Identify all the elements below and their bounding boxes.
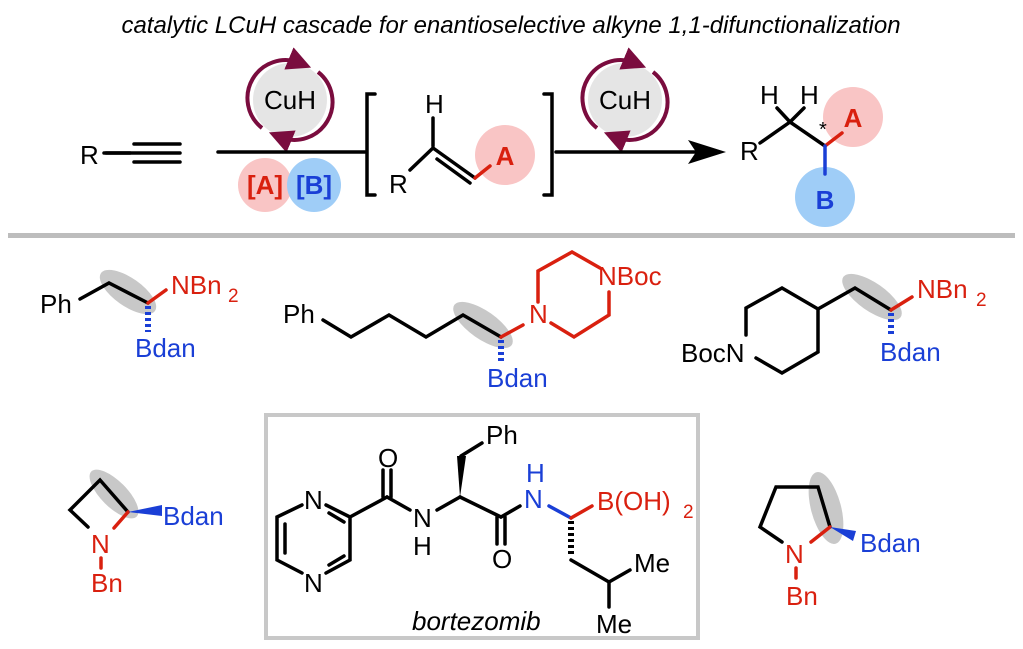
reagent-a-label: [A] [247, 170, 283, 200]
svg-text:N: N [304, 485, 323, 515]
svg-text:Bdan: Bdan [135, 333, 196, 363]
example-2: Ph N NBoc Bdan [283, 249, 662, 393]
svg-text:N: N [304, 568, 323, 598]
svg-text:NBn: NBn [917, 274, 968, 304]
svg-text:CuH: CuH [599, 85, 651, 115]
arrowhead-icon [688, 140, 726, 164]
right-bracket [542, 92, 554, 197]
svg-text:N: N [524, 484, 543, 514]
cycle-arrow-icon [268, 70, 335, 153]
product-structure: R H H * A B [740, 80, 883, 227]
svg-text:Ph: Ph [283, 299, 315, 329]
example-azetidine: N Bdan Bn [67, 469, 224, 598]
cycle-arrow-icon [603, 70, 670, 153]
reagent-b-label: [B] [296, 170, 332, 200]
section-divider [8, 233, 1015, 238]
svg-text:R: R [740, 136, 759, 166]
svg-text:*: * [819, 119, 827, 141]
svg-text:N: N [413, 503, 432, 533]
bortezomib-structure: N N O N H Ph O H N B(OH) 2 Me Me bortezo… [275, 420, 694, 639]
bortezomib-label: bortezomib [412, 606, 541, 636]
svg-text:A: A [844, 103, 863, 133]
svg-text:Bdan: Bdan [487, 363, 548, 393]
svg-text:BocN: BocN [681, 338, 745, 368]
svg-text:H: H [526, 458, 545, 488]
cycle-arrow-icon [245, 47, 312, 130]
svg-text:O: O [492, 544, 512, 574]
svg-text:2: 2 [976, 290, 987, 311]
svg-text:N: N [91, 529, 110, 559]
svg-text:2: 2 [683, 502, 694, 523]
alkenyl-intermediate: H R A [389, 89, 535, 199]
scheme-title: catalytic LCuH cascade for enantioselect… [121, 12, 900, 39]
svg-text:NBn: NBn [171, 270, 222, 300]
svg-text:Bdan: Bdan [860, 528, 921, 558]
cuh-catalyst-cycle-2: CuH [580, 47, 670, 153]
r-group-label: R [80, 140, 99, 170]
svg-text:N: N [529, 299, 548, 329]
svg-text:Ph: Ph [40, 289, 72, 319]
alkyne-substrate: R [80, 140, 182, 170]
svg-text:2: 2 [228, 286, 239, 307]
left-bracket [365, 92, 377, 197]
reagent-b-circle [287, 158, 341, 212]
svg-text:CuH: CuH [264, 85, 316, 115]
svg-text:N: N [785, 539, 804, 569]
svg-text:NBoc: NBoc [598, 261, 662, 291]
svg-text:H: H [413, 531, 432, 561]
svg-text:A: A [496, 141, 515, 171]
example-1: Ph NBn 2 Bdan [40, 269, 239, 363]
svg-text:Bdan: Bdan [880, 337, 941, 367]
bortezomib-box [264, 413, 700, 640]
svg-text:Bdan: Bdan [163, 501, 224, 531]
svg-text:B(OH): B(OH) [597, 486, 671, 516]
svg-text:Me: Me [634, 548, 670, 578]
reagent-a-circle [238, 158, 292, 212]
svg-text:Bn: Bn [91, 568, 123, 598]
svg-text:Me: Me [596, 609, 632, 639]
svg-text:H: H [425, 89, 444, 119]
svg-text:O: O [378, 443, 398, 473]
svg-text:B: B [816, 185, 835, 215]
svg-text:Bn: Bn [786, 581, 818, 611]
svg-text:H: H [800, 80, 819, 110]
svg-text:H: H [760, 80, 779, 110]
example-3: BocN NBn 2 Bdan [681, 273, 987, 376]
svg-text:Ph: Ph [486, 420, 518, 450]
svg-text:R: R [389, 169, 408, 199]
cycle-arrow-icon [580, 47, 647, 130]
example-pyrrolidine: N Bdan Bn [757, 472, 921, 611]
cuh-catalyst-cycle-1: CuH [245, 47, 335, 153]
